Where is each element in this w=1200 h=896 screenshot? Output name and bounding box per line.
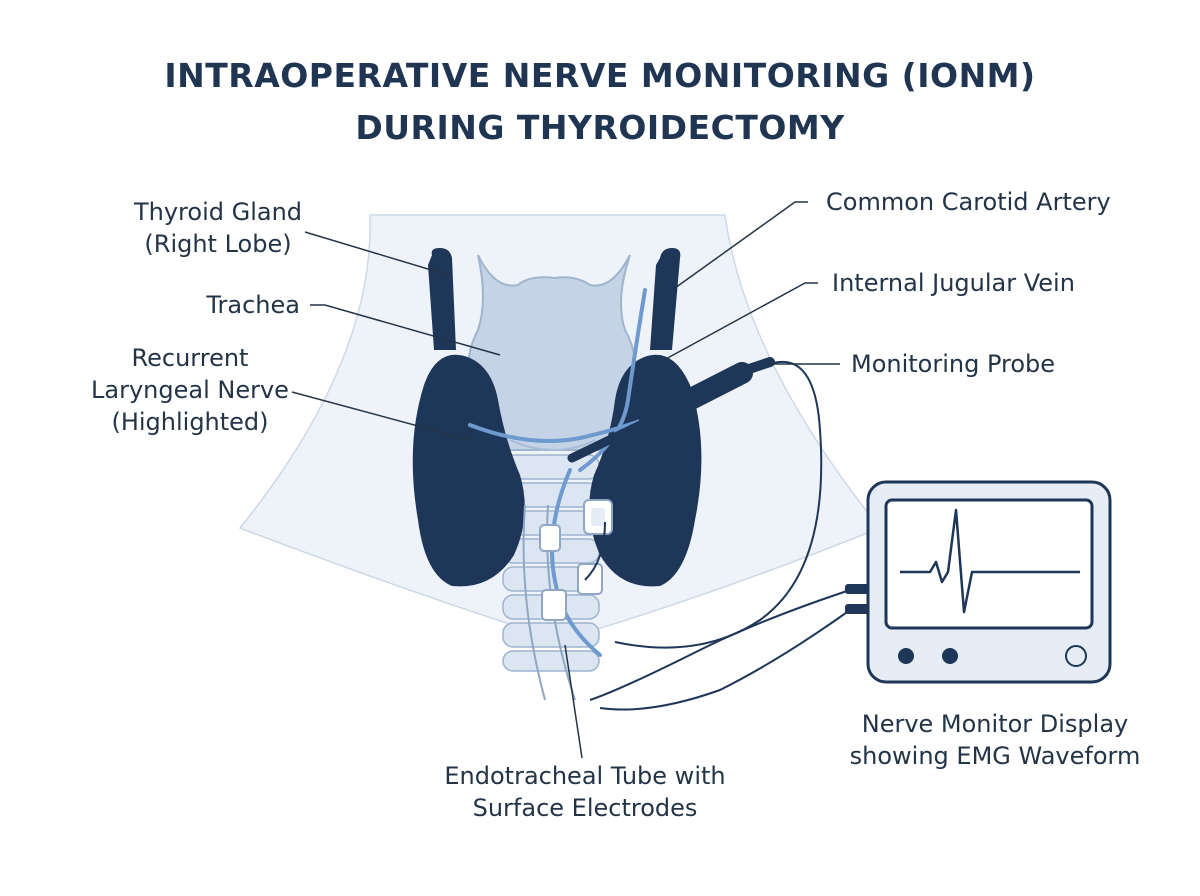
label-common-carotid-artery: Common Carotid Artery [826,188,1111,216]
monitor-power-button [1065,645,1087,667]
leader-lines [291,201,840,759]
label-nerve-monitor-display: Nerve Monitor Display showing EMG Wavefo… [849,710,1141,770]
leader-carotid [674,201,808,289]
leader-thyroid-gland [304,231,449,276]
carotid-artery-left [428,248,456,350]
label-internal-jugular-vein: Internal Jugular Vein [832,269,1075,297]
cable-connectors [845,584,873,614]
monitor-cables [584,361,851,711]
leader-tube [564,644,583,759]
label-monitoring-probe: Monitoring Probe [851,350,1056,378]
label-recurrent-laryngeal-nerve: Recurrent Laryngeal Nerve (Highlighted) [91,344,289,436]
monitor-knob-2 [942,648,958,664]
emg-waveform [900,508,1080,614]
carotid-artery-right [650,248,681,350]
label-endotracheal-tube: Endotracheal Tube with Surface Electrode… [444,762,726,822]
leader-jugular [663,282,818,361]
title-line-2: DURING THYROIDECTOMY [355,108,845,147]
nerve-monitor [866,480,1112,684]
title-line-1: INTRAOPERATIVE NERVE MONITORING (IONM) [164,56,1036,95]
label-thyroid-gland: Thyroid Gland (Right Lobe) [133,198,303,258]
monitor-knob-1 [898,648,914,664]
label-trachea: Trachea [206,291,300,319]
monitoring-probe [567,357,775,463]
diagram-title: INTRAOPERATIVE NERVE MONITORING (IONM) D… [0,50,1200,154]
thyroid-lobe-right [412,354,525,587]
leader-nerve [291,391,471,441]
leader-trachea [310,304,501,356]
